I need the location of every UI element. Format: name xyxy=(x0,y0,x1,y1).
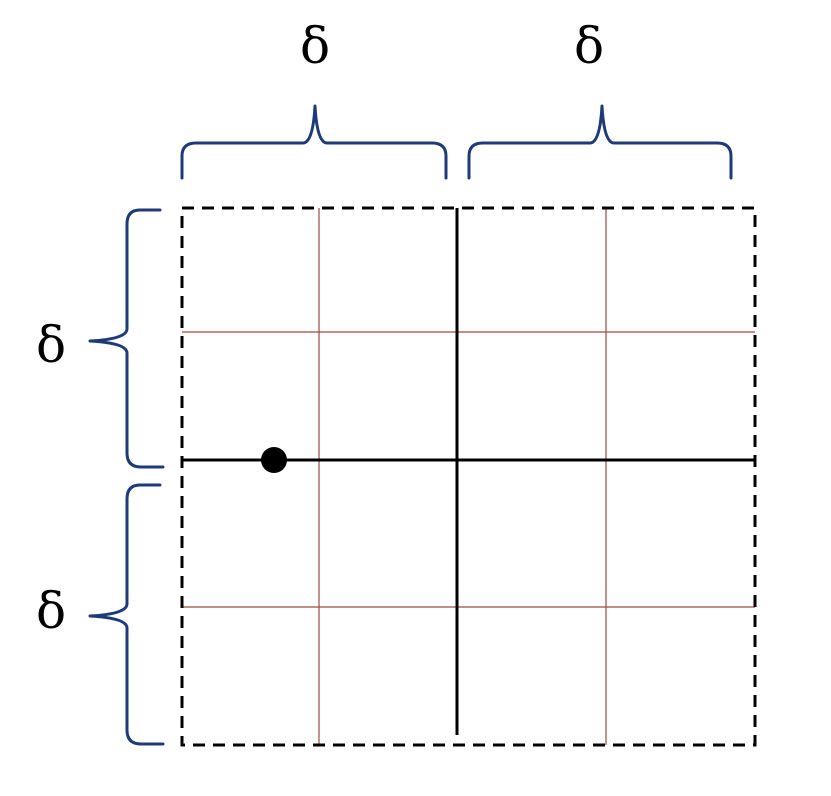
braces xyxy=(88,104,733,746)
top-right-brace xyxy=(467,104,733,180)
delta-label-left-lower: δ xyxy=(36,582,66,640)
delta-label-left-upper: δ xyxy=(36,316,66,374)
top-left-brace xyxy=(180,104,448,180)
left-lower-brace xyxy=(88,483,165,746)
dashed-boundary-square xyxy=(180,206,757,747)
sample-point xyxy=(261,447,287,473)
subdivision-lines xyxy=(182,208,755,745)
delta-label-top-left: δ xyxy=(300,17,330,75)
left-upper-brace xyxy=(88,208,165,469)
delta-label-top-right: δ xyxy=(574,17,604,75)
